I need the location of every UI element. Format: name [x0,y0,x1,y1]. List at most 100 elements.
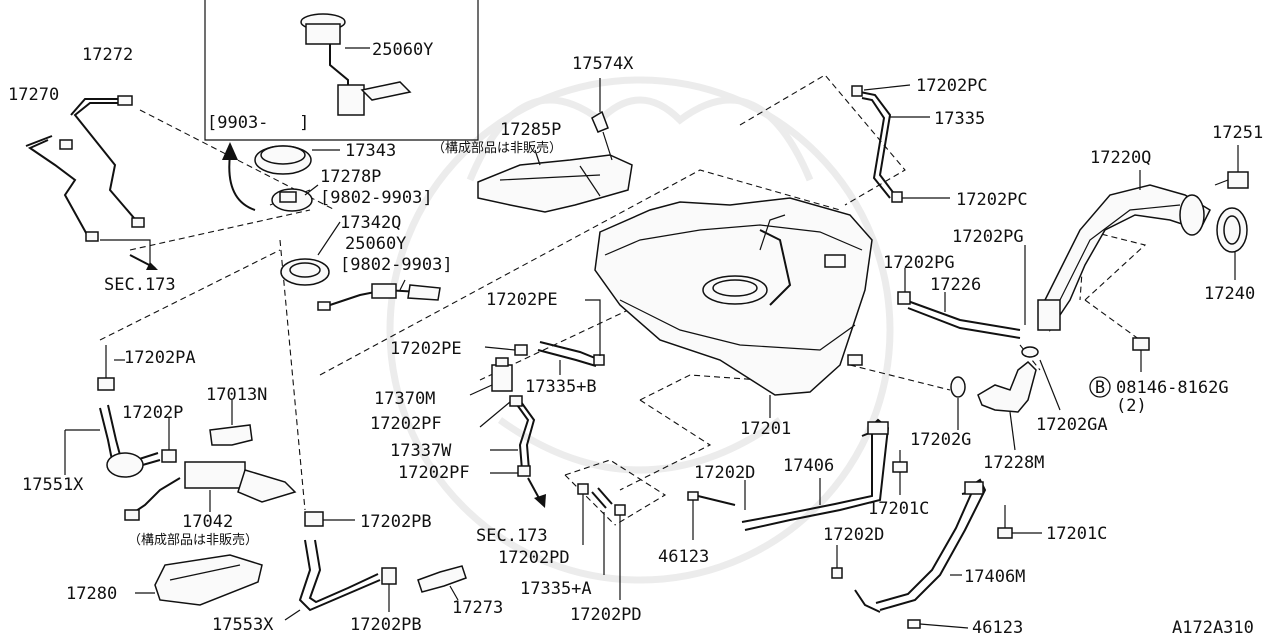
hose-17226 [897,245,1026,339]
label-17251: 17251 [1212,123,1263,143]
label-08146-8162g: 08146-8162G [1116,378,1229,398]
label-17278p: 17278P [320,167,381,187]
label-17370m: 17370M [374,389,435,409]
heat-shield-17285p [477,149,633,213]
connector-17273 [417,565,467,601]
bolt-prefix-letter: B [1095,378,1105,398]
bolt-17201c-a [892,450,908,495]
hose-17553x [284,539,381,621]
cap-17251 [1214,145,1249,189]
label-17202p: 17202P [122,403,183,423]
label-17202pd-a: 17202PD [498,548,570,568]
watermark-emblem [386,76,894,584]
clamp-17202pa [97,345,125,391]
label-17042: 17042 [182,512,233,532]
label-17202d-b: 17202D [823,525,884,545]
label-17202pc-b: 17202PC [956,190,1028,210]
fuel-pump-module-top [300,13,412,116]
label-not-sold-b: （構成部品は非販売） [128,532,258,548]
fuel-tank-17201 [594,197,873,418]
label-17202ga: 17202GA [1036,415,1108,435]
bolt-08146 [1132,337,1150,372]
part-labels: 17272 17270 SEC.173 25060Y [9903- ] 1734… [8,40,1263,638]
label-qty-2: (2) [1116,396,1147,416]
band-17406m [875,478,987,611]
clamp-17202pb-a [304,511,355,527]
label-17273: 17273 [452,598,503,618]
label-17202pb-b: 17202PB [350,615,422,635]
label-25060y-inset: 25060Y [372,40,433,60]
label-range-9802-9903-a: [9802-9903] [320,188,433,208]
clip-17574x [591,78,613,161]
label-17202pc-a: 17202PC [916,76,988,96]
vent-tube-17335 [851,84,950,203]
label-17280: 17280 [66,584,117,604]
label-17202pf-b: 17202PF [398,463,470,483]
diagram-id: A172A310 [1172,618,1254,638]
hose-17335b [484,299,605,375]
label-17270: 17270 [8,85,59,105]
protector-17280 [135,554,263,606]
filter-17370m [469,357,513,396]
label-17342q: 17342Q [340,213,401,233]
label-17202pf-a: 17202PF [370,414,442,434]
label-17574x: 17574X [572,54,634,74]
label-17343: 17343 [345,141,396,161]
label-17202d-a: 17202D [694,463,755,483]
fuel-pump-17042 [124,461,297,521]
seal-ring-17240 [1216,207,1248,280]
label-sec173-mid: SEC.173 [476,526,548,546]
label-17335: 17335 [934,109,985,129]
hose-17337w [479,395,546,508]
label-17406: 17406 [783,456,834,476]
bolt-callout-b: B [1089,376,1111,398]
label-17013n: 17013N [206,385,267,405]
clamp-17202p [161,418,177,463]
label-17202g: 17202G [910,430,971,450]
label-range-9903: [9903- ] [207,113,309,133]
sender-unit-17278p [271,184,319,212]
pointer-arrow-to-inset [222,142,256,211]
label-17202pa: 17202PA [124,348,196,368]
label-17201: 17201 [740,419,791,439]
bracket-17013n [209,400,253,446]
label-17551x: 17551X [22,475,84,495]
label-17202pg-a: 17202PG [952,227,1024,247]
label-17240: 17240 [1204,284,1255,304]
label-17335b: 17335+B [525,377,597,397]
fuel-level-sender-25060y [317,279,441,311]
label-17337w: 17337W [390,441,452,461]
label-17202pe-a: 17202PE [486,290,558,310]
label-17202pg-b: 17202PG [883,253,955,273]
label-range-9802-9903-b: [9802-9903] [340,255,453,275]
label-not-sold-a: （構成部品は非販売） [432,140,562,156]
label-17202pb-a: 17202PB [360,512,432,532]
lock-ring-17343 [254,145,340,175]
filler-neck-17220q [1037,170,1211,332]
label-17553x: 17553X [212,615,274,635]
label-17272: 17272 [82,45,133,65]
label-17228m: 17228M [983,453,1044,473]
label-17201c-b: 17201C [1046,524,1107,544]
label-17202pd-b: 17202PD [570,605,642,625]
label-46123-b: 46123 [972,618,1023,638]
hose-17335a [577,483,626,600]
label-46123-a: 46123 [658,547,709,567]
label-sec173-top: SEC.173 [104,275,176,295]
label-17285p: 17285P [500,120,561,140]
band-17406 [741,418,890,531]
inset-box-pump-9903 [204,0,479,141]
gasket-17342q [280,221,341,286]
label-25060y: 25060Y [345,234,406,254]
hose-17228m [950,346,1061,451]
hose-17551x [64,404,161,478]
clamp-17202pb-b [381,567,397,612]
label-17220q: 17220Q [1090,148,1151,168]
label-17335a: 17335+A [520,579,592,599]
label-17201c-a: 17201C [868,499,929,519]
clip-17202d-b [831,545,843,579]
label-17226: 17226 [930,275,981,295]
fuel-lines-17270-17272 [25,95,158,270]
label-17406m: 17406M [964,567,1025,587]
